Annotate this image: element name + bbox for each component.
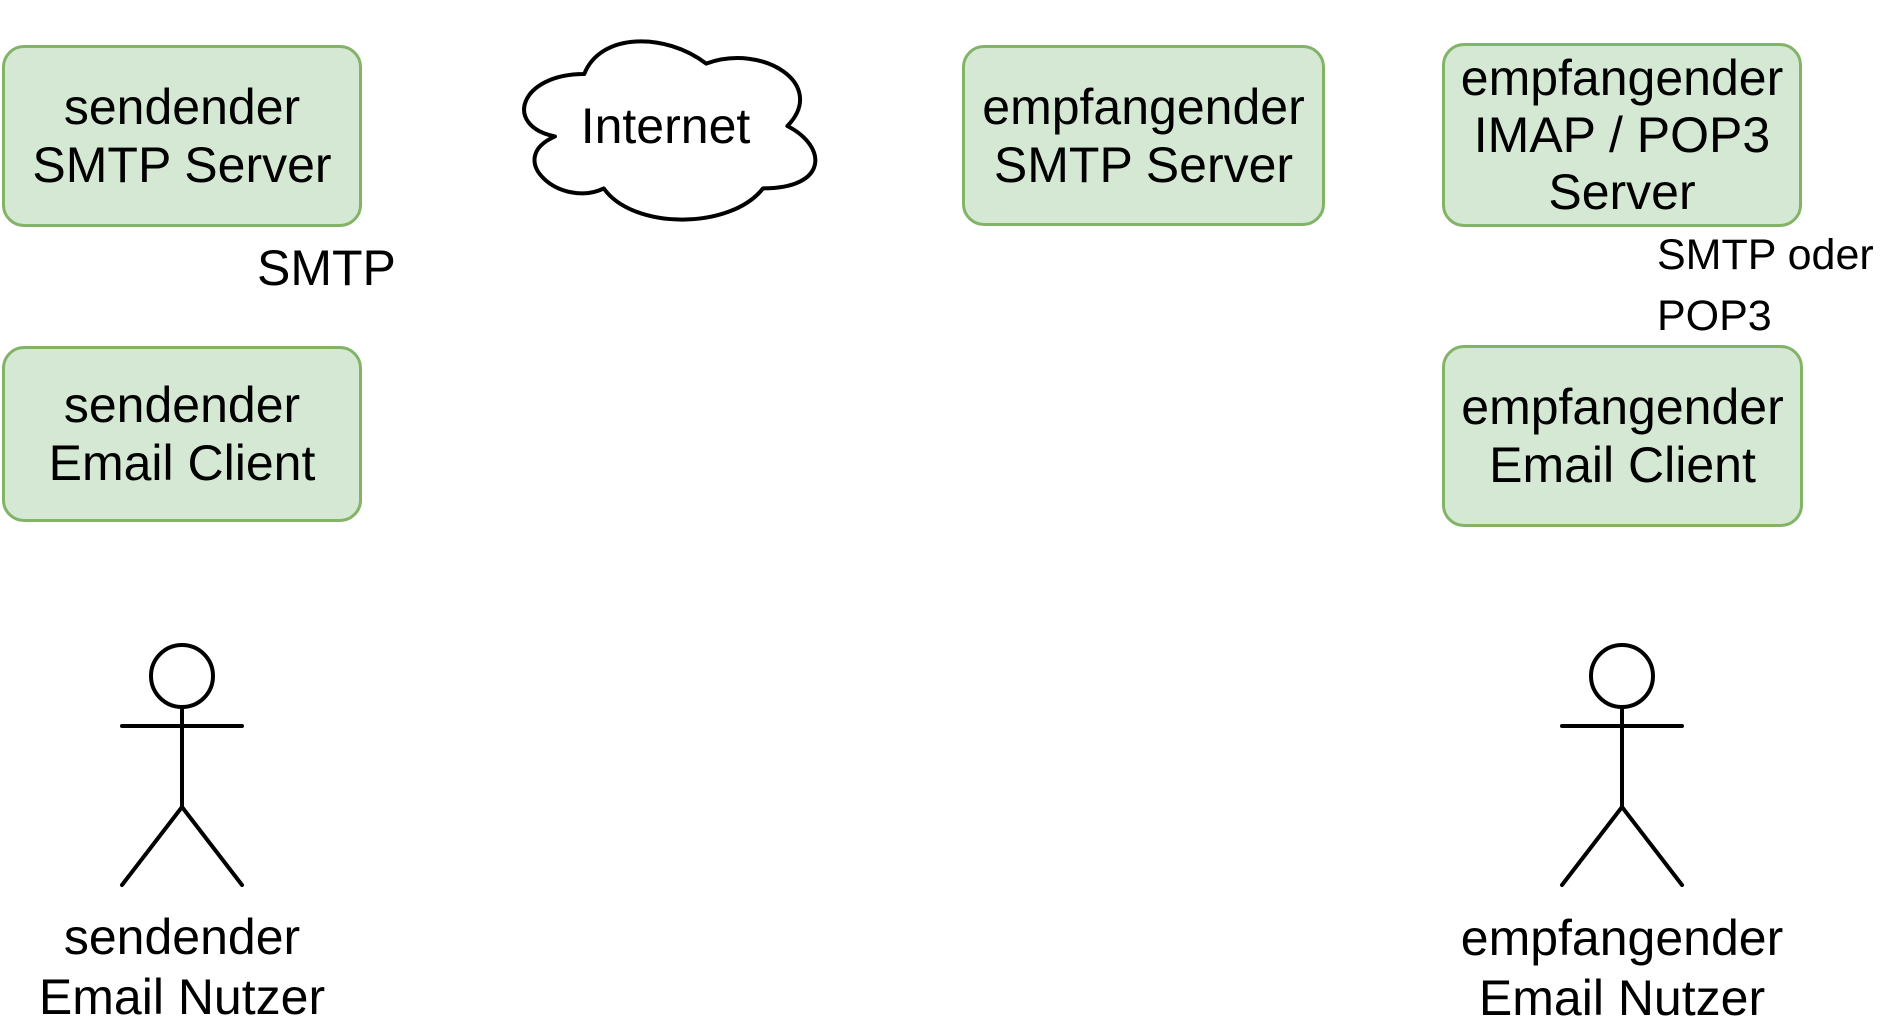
cloud-label: Internet <box>580 98 751 154</box>
node-receiving-smtp-server-line1: empfangender <box>982 78 1305 135</box>
internet-cloud: Internet <box>503 22 828 230</box>
protocol-label-pop3: POP3 <box>1657 292 1772 340</box>
node-receiving-imap-pop3-server-line3: Server <box>1548 163 1696 220</box>
protocol-label-smtp-oder-pop3: SMTP oder POP3 <box>1657 225 1874 347</box>
receiving-user-label-line2: Email Nutzer <box>1478 970 1766 1026</box>
cloud-icon <box>522 39 818 222</box>
protocol-label-smtp: SMTP <box>257 240 396 296</box>
node-sender-smtp-server: sendender SMTP Server <box>2 45 362 227</box>
protocol-label-smtp-oder: SMTP oder <box>1657 231 1874 279</box>
sender-user-label-line2: Email Nutzer <box>38 969 326 1025</box>
node-sender-email-client-line2: Email Client <box>48 435 316 491</box>
node-sender-email-client-line1: sendender <box>63 377 301 433</box>
node-receiving-smtp-server-line2: SMTP Server <box>993 136 1294 193</box>
receiving-user-label: empfangender Email Nutzer <box>1322 908 1893 1028</box>
node-sender-email-client: sendender Email Client <box>2 346 362 522</box>
receiving-user-actor-icon <box>1560 643 1684 887</box>
sender-user-actor-icon <box>120 643 244 887</box>
node-receiving-imap-pop3-server: empfangender IMAP / POP3 Server <box>1442 43 1802 227</box>
node-sender-smtp-server-line1: sendender <box>63 79 301 135</box>
node-sender-smtp-server-line2: SMTP Server <box>32 137 332 193</box>
receiving-user-label-line1: empfangender <box>1460 910 1784 966</box>
node-receiving-smtp-server: empfangender SMTP Server <box>962 45 1325 226</box>
node-receiving-imap-pop3-server-line2: IMAP / POP3 <box>1473 106 1771 163</box>
node-receiving-email-client-line2: Email Client <box>1489 437 1756 493</box>
sender-user-label-line1: sendender <box>63 909 301 965</box>
node-receiving-email-client-line1: empfangender <box>1461 379 1784 435</box>
node-receiving-imap-pop3-server-line1: empfangender <box>1460 49 1784 106</box>
sender-user-label: sendender Email Nutzer <box>0 907 482 1027</box>
node-receiving-email-client: empfangender Email Client <box>1442 345 1803 527</box>
